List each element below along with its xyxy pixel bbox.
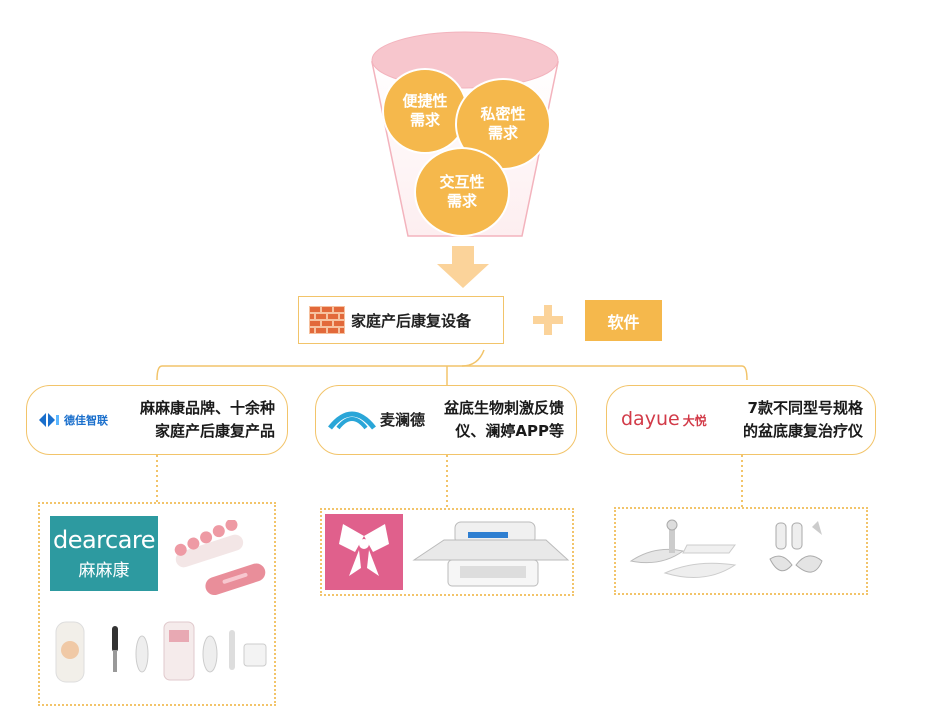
- dejia-logo: 德佳智联: [39, 411, 108, 429]
- product-images-dayue: [614, 507, 868, 595]
- medlander-pink-logo-image: [325, 514, 403, 590]
- plus-icon: [533, 305, 563, 335]
- brand-desc-line: 的盆底康复治疗仪: [742, 422, 863, 440]
- need-label: 交互性: [439, 173, 485, 191]
- equipment-label: 家庭产后康复设备: [351, 311, 472, 330]
- need-circle-privacy: 私密性需求: [455, 78, 551, 170]
- software-label: 软件: [607, 312, 640, 332]
- pelvic-device-image-2: [769, 521, 823, 573]
- dayue-logo-cn: 大悦: [682, 414, 707, 428]
- medlander-logo: 麦澜德: [328, 408, 425, 430]
- dearcare-logo-en: dearcare: [52, 526, 156, 554]
- dearcare-logo-image: dearcare 麻麻康: [50, 516, 158, 591]
- dayue-logo: dayue 大悦: [621, 408, 707, 430]
- brick-wall-icon: [309, 306, 345, 334]
- need-label: 便捷性: [402, 92, 448, 110]
- dejia-logo-icon: [39, 413, 59, 427]
- brand-desc-line: 7款不同型号规格: [747, 399, 863, 417]
- product-images-medlander: [320, 508, 574, 596]
- brand-desc-line: 麻麻康品牌、十余种: [139, 399, 275, 417]
- dejia-logo-text: 德佳智联: [64, 414, 108, 427]
- down-arrow-icon: [437, 246, 489, 288]
- brand-desc-line: 家庭产后康复产品: [154, 422, 275, 440]
- brand-desc-line: 盆底生物刺激反馈: [443, 399, 564, 417]
- dearcare-logo-cn: 麻麻康: [78, 561, 130, 581]
- medlander-logo-icon: [328, 411, 376, 430]
- brand-card-medlander: 麦澜德 盆底生物刺激反馈 仪、澜婷APP等: [315, 385, 577, 455]
- need-label: 需求: [446, 192, 477, 210]
- device-lineup-image: [55, 621, 267, 683]
- need-circle-interaction: 交互性需求: [414, 147, 510, 237]
- need-label: 需求: [409, 111, 440, 129]
- equipment-box: 家庭产后康复设备: [298, 296, 504, 344]
- need-label: 私密性: [480, 105, 526, 123]
- software-box: 软件: [585, 300, 662, 341]
- kegel-device-image: [174, 520, 266, 596]
- need-label: 需求: [487, 124, 518, 142]
- dayue-logo-en: dayue: [621, 408, 680, 430]
- need-circle-convenience: 便捷性需求: [382, 68, 468, 154]
- brand-card-dejia: 德佳智联 麻麻康品牌、十余种 家庭产后康复产品: [26, 385, 288, 455]
- brand-desc-line: 仪、澜婷APP等: [455, 422, 564, 440]
- pelvic-device-image-1: [629, 519, 737, 578]
- biofeedback-device-image: [412, 521, 570, 587]
- brand-card-dayue: dayue 大悦 7款不同型号规格 的盆底康复治疗仪: [606, 385, 876, 455]
- product-images-dejia: [38, 502, 276, 706]
- medlander-logo-text: 麦澜德: [380, 410, 426, 429]
